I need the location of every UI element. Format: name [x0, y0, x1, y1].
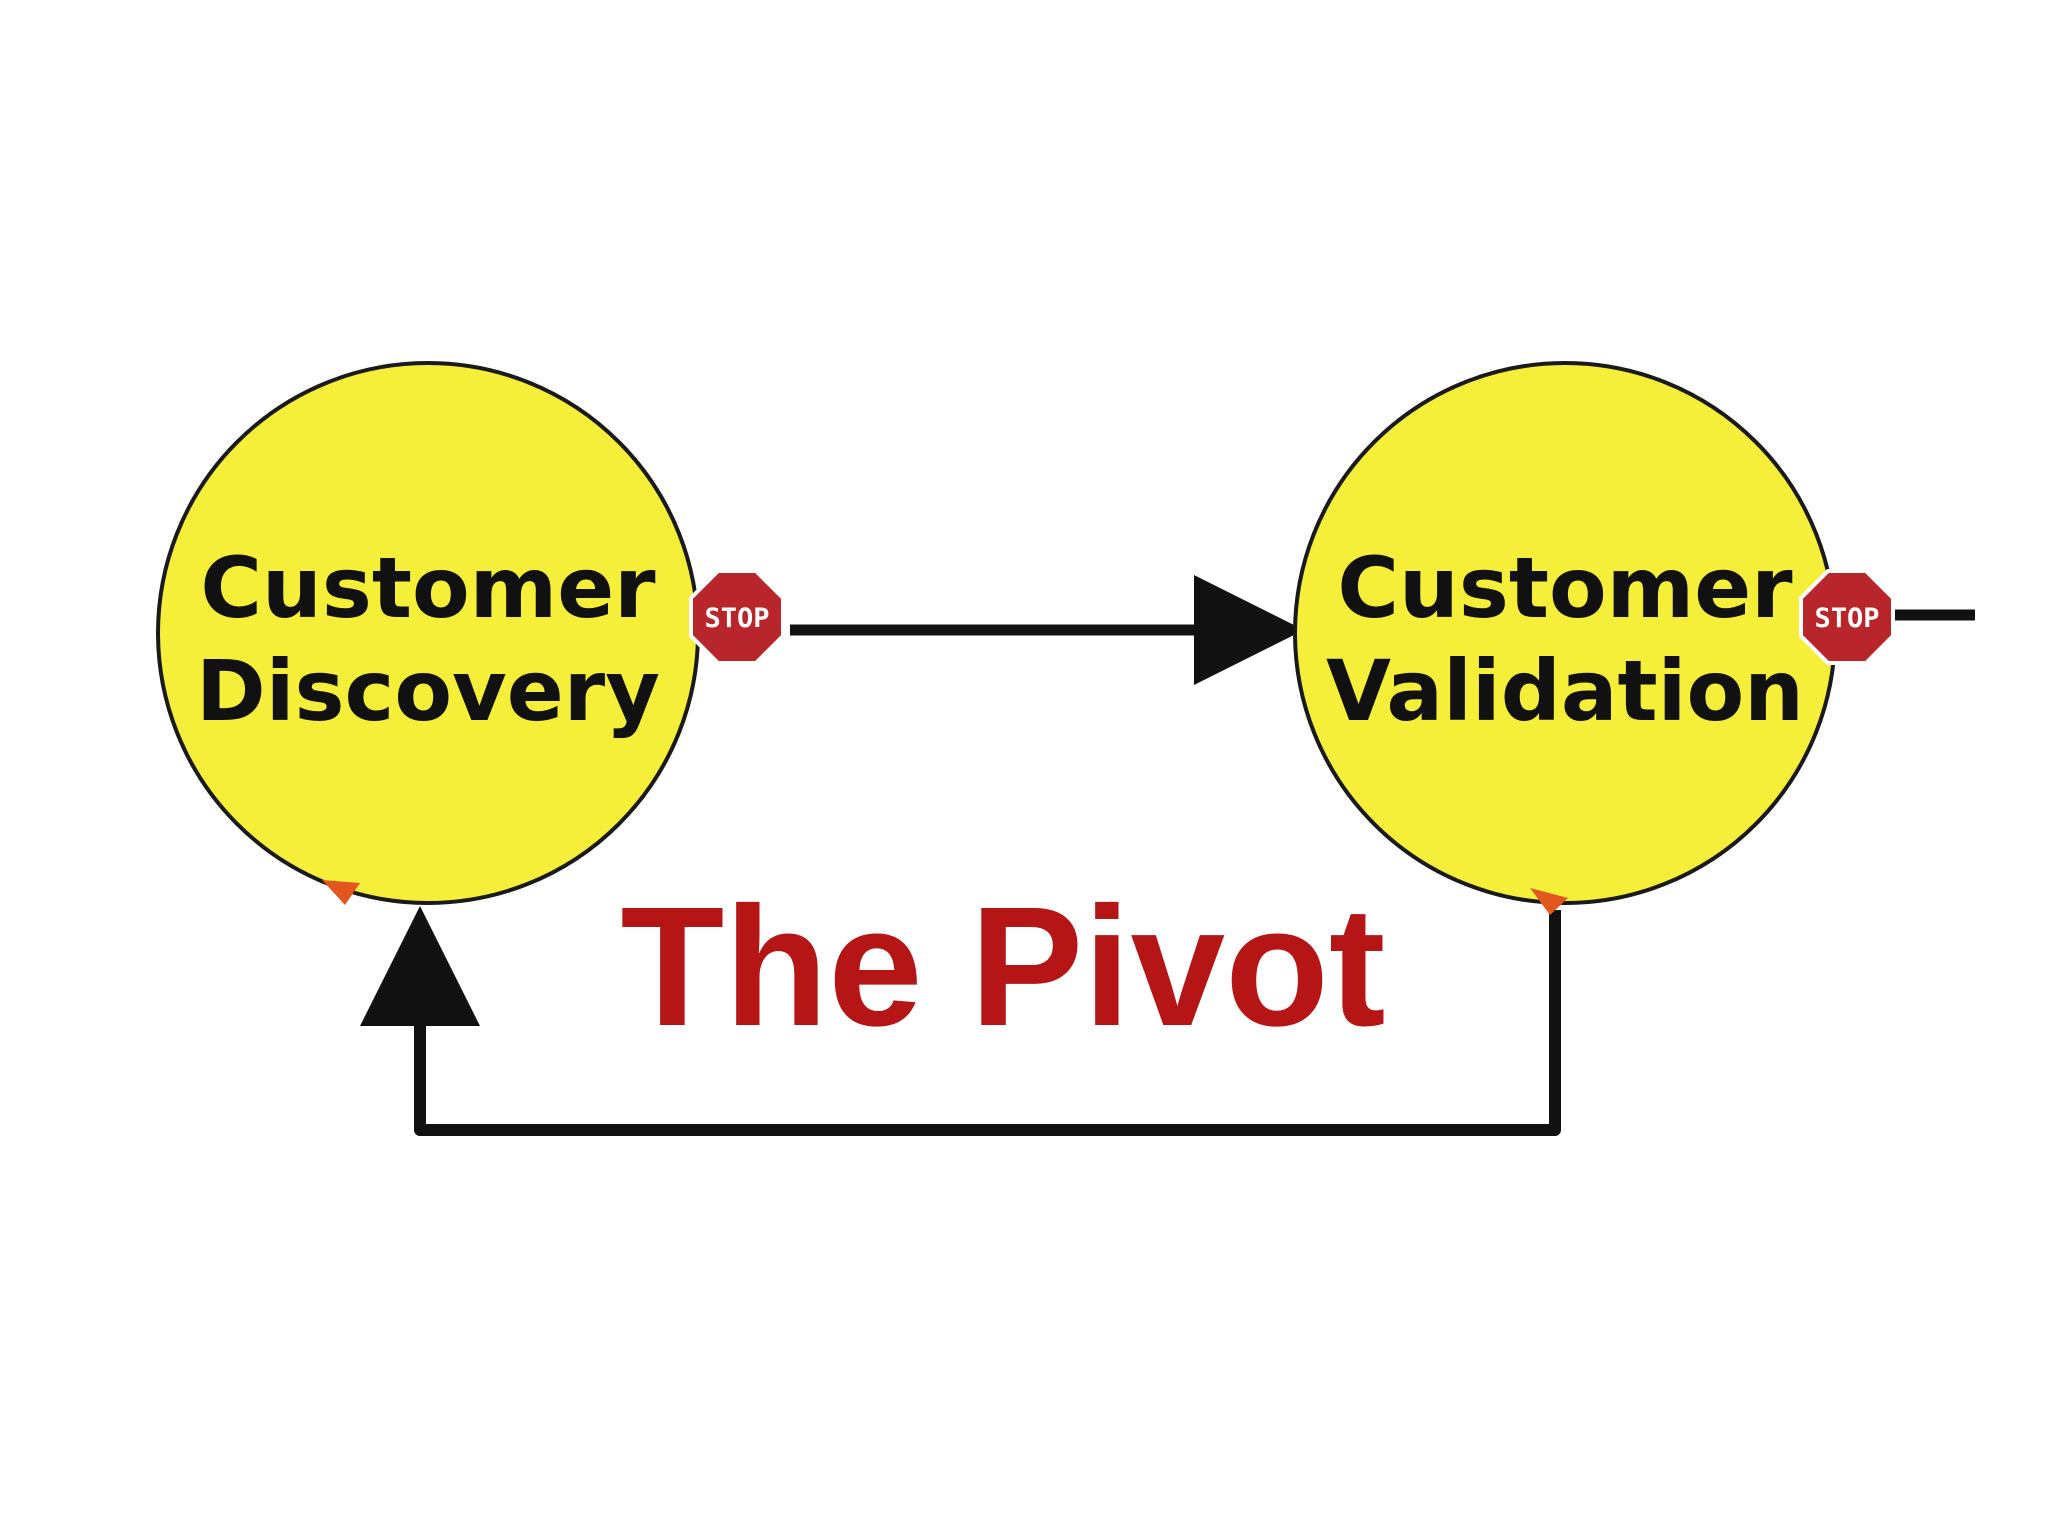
stop-sign-discovery: STOP	[689, 569, 785, 665]
validation-label-line2: Validation	[1326, 642, 1804, 740]
discovery-label-line2: Discovery	[196, 642, 660, 740]
stop-sign-text: STOP	[704, 603, 769, 634]
stop-sign-text: STOP	[1814, 603, 1879, 634]
validation-bottom-marker	[1530, 888, 1568, 915]
validation-label-line1: Customer	[1337, 539, 1793, 637]
pivot-label: The Pivot	[620, 872, 1385, 1062]
stop-octagon-icon	[689, 569, 785, 665]
stop-sign-validation: STOP	[1799, 569, 1895, 665]
pivot-loop-arrow	[360, 906, 1561, 1136]
stop-octagon-icon	[1799, 569, 1895, 665]
discovery-bottom-marker	[322, 880, 360, 905]
discovery-label-line1: Customer	[200, 539, 656, 637]
